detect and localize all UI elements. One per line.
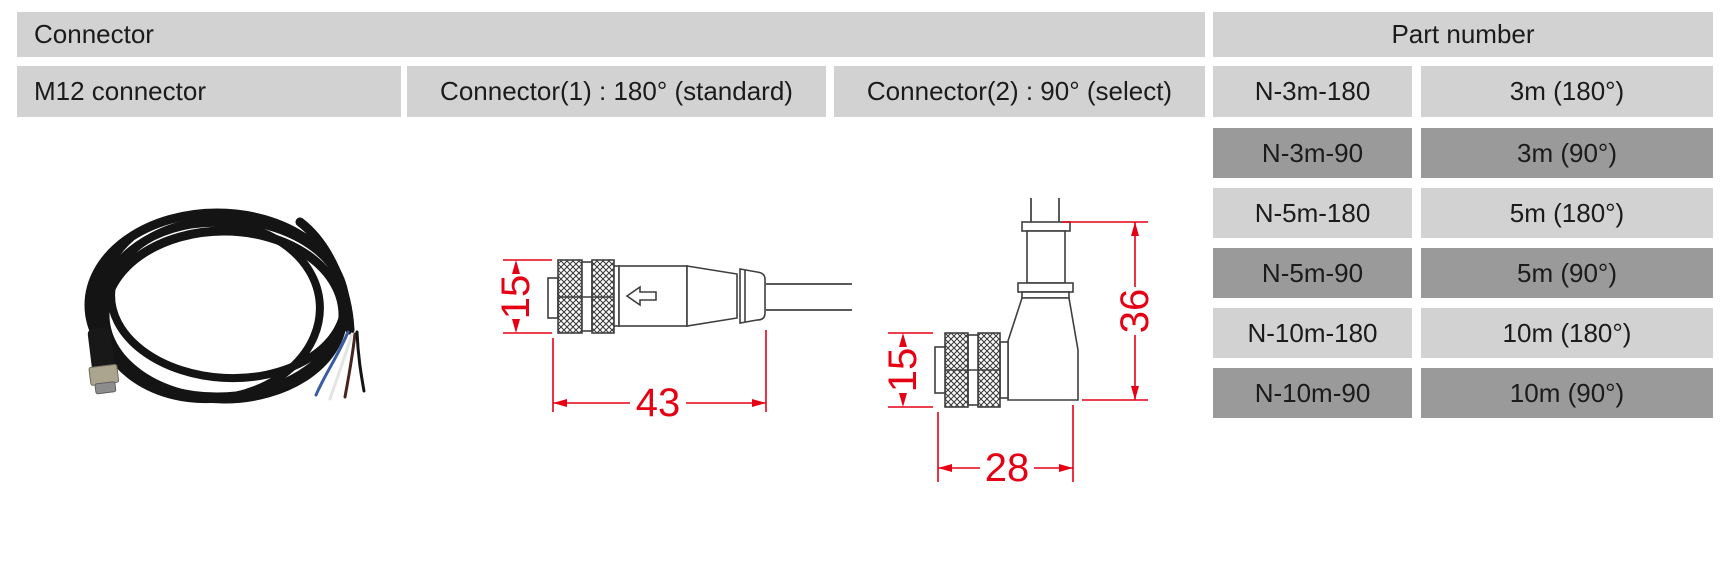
stripped-wires [314,330,366,401]
cable-length-value: 3m (180°) [1509,76,1625,106]
dimension-diameter-15: 15 [494,259,552,334]
table-row-part-number: N-3m-90 [1213,128,1412,178]
cable-length-value: 10m (180°) [1502,317,1632,348]
connector-option2-cell: Connector(2) : 90° (select) [834,66,1205,117]
table-row-part-number: N-5m-90 [1213,248,1412,298]
part-number-value: N-10m-180 [1247,317,1378,348]
cable-coil [84,208,355,404]
table-row-part-number: N-3m-180 [1213,66,1412,117]
table-row-cable: 3m (90°) [1421,128,1713,178]
svg-text:15: 15 [881,348,925,393]
table-row-cable: 5m (90°) [1421,248,1713,298]
part-number-value: N-10m-90 [1254,377,1371,408]
cable-length-value: 10m (90°) [1509,377,1625,408]
connector-outline [934,198,1079,408]
m12-cable-photo [84,208,366,404]
svg-text:43: 43 [636,381,681,420]
connector-section-title: Connector [34,19,154,49]
svg-text:28: 28 [985,446,1030,490]
connector-section-header: Connector [17,12,1205,57]
table-row-part-number: N-10m-90 [1213,368,1412,418]
part-number-value: N-5m-90 [1261,257,1364,288]
dimension-length-28: 28 [937,405,1074,490]
part-number-title: Part number [1391,19,1535,49]
cable-length-value: 5m (180°) [1509,197,1625,228]
orientation-arrow-icon [625,285,657,307]
connector-type-cell: M12 connector [17,66,401,117]
part-number-header: Part number [1213,12,1713,57]
cable-lines [765,283,852,311]
straight-connector-drawing: 15 43 [494,259,852,420]
m12-plug-head [87,327,120,395]
right-angle-connector-drawing: 15 28 36 [881,198,1157,490]
cable-lines [1030,198,1060,222]
table-row-cable: 10m (90°) [1421,368,1713,418]
connector-outline [547,259,852,334]
dimension-length-43: 43 [552,330,767,420]
part-number-value: N-3m-180 [1254,76,1371,106]
connector-option1-cell: Connector(1) : 180° (standard) [407,66,826,117]
table-row-cable: 3m (180°) [1421,66,1713,117]
connector-type-label: M12 connector [34,76,206,106]
table-row-cable: 5m (180°) [1421,188,1713,238]
part-number-value: N-3m-90 [1261,137,1364,168]
svg-text:15: 15 [494,275,538,320]
svg-text:36: 36 [1113,289,1157,334]
connector-option1-label: Connector(1) : 180° (standard) [440,76,793,106]
dimension-height-36: 36 [1062,221,1157,401]
table-row-part-number: N-5m-180 [1213,188,1412,238]
cable-length-value: 3m (90°) [1517,137,1617,168]
connector-option2-label: Connector(2) : 90° (select) [866,76,1173,106]
dimension-diameter-15: 15 [881,332,933,408]
table-row-part-number: N-10m-180 [1213,308,1412,358]
table-row-cable: 10m (180°) [1421,308,1713,358]
cable-length-value: 5m (90°) [1517,257,1617,288]
part-number-value: N-5m-180 [1254,197,1371,228]
